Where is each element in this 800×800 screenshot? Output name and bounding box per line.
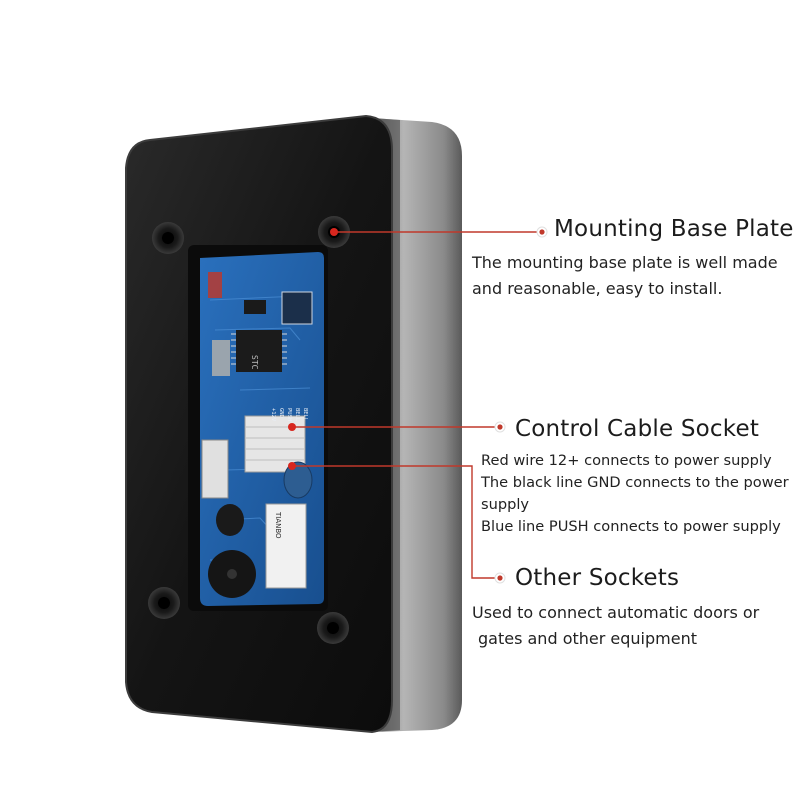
mounting-base-plate-heading: Mounting Base Plate (554, 216, 794, 242)
relay-label: TIANBO (274, 511, 282, 539)
description-line: and reasonable, easy to install. (472, 278, 723, 298)
terminal-label: BELL (294, 408, 300, 422)
terminal-label: PUSH (286, 408, 292, 421)
terminal-label: BELL (302, 408, 308, 422)
description-line: The mounting base plate is well made (472, 253, 778, 272)
description-line: Blue line PUSH connects to power supply (481, 517, 781, 535)
mcu-chip (236, 330, 282, 372)
description-line: The black line GND connects to the power (481, 473, 789, 491)
description-line: Red wire 12+ connects to power supply (481, 452, 772, 469)
control-cable-socket-heading: Control Cable Socket (515, 416, 760, 442)
other-sockets-description: Used to connect automatic doors or gates… (472, 600, 792, 651)
other-sockets-heading: Other Sockets (515, 565, 680, 591)
mounting-base-plate-description: The mounting base plate is well made and… (472, 250, 800, 301)
leader-lines (292, 231, 542, 579)
description-line: Used to connect automatic doors or (472, 603, 760, 622)
screw-holes (148, 216, 350, 644)
capacitor (283, 461, 313, 499)
terminal-label: GND (278, 408, 284, 418)
description-line: supply (481, 495, 530, 513)
relay (265, 503, 307, 589)
callout-markers (494, 226, 548, 584)
chip-label: STC (250, 355, 259, 370)
terminal-label: +12V (270, 408, 276, 422)
control-cable-socket-description: Red wire 12+ connects to power supply Th… (481, 450, 797, 538)
description-line: gates and other equipment (478, 628, 697, 648)
